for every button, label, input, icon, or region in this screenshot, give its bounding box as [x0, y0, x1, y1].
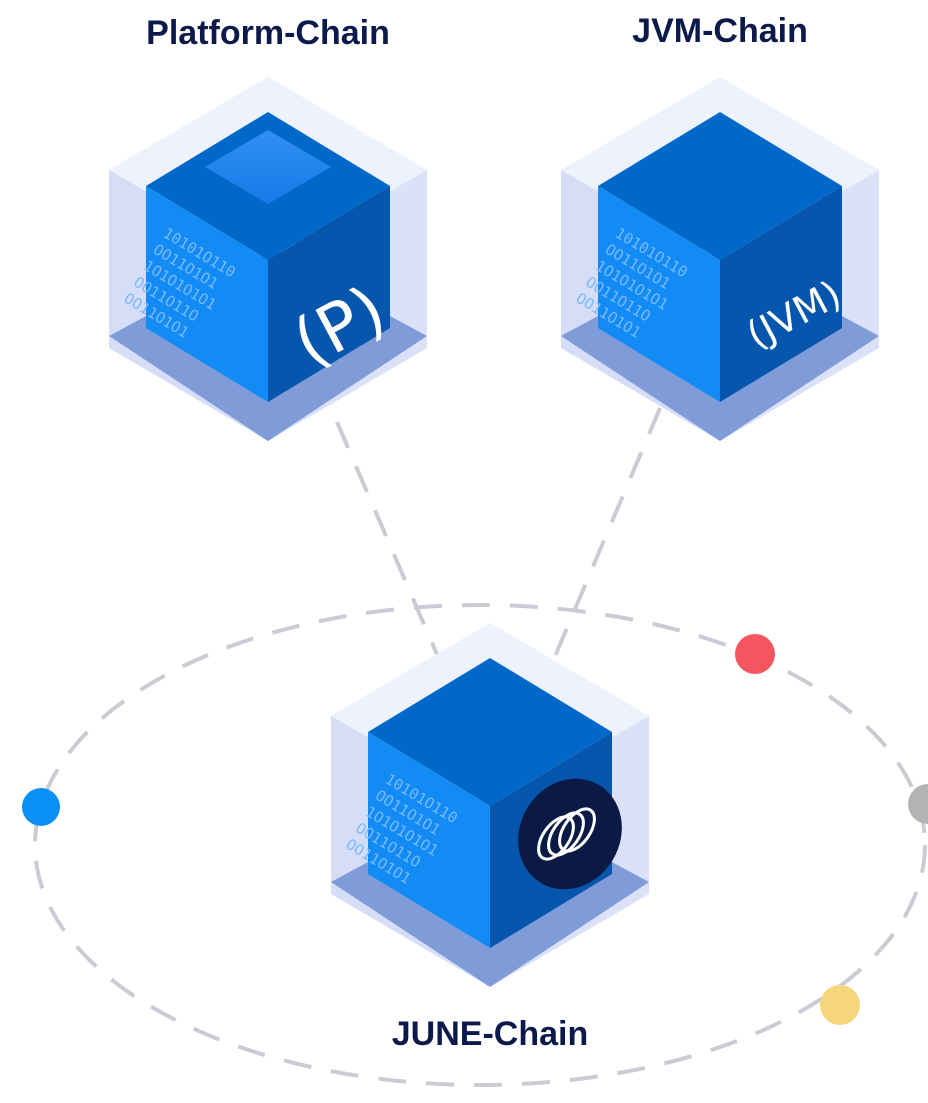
platform-chain-title: Platform-Chain	[146, 14, 390, 52]
june-chain-cube: 10101O110 OO11O1O1 1O1O1O1O1 OO11O11O OO…	[331, 623, 649, 987]
jvm-chain-cube: 10101O110 OO11O1O1 1O1O1O1O1 OO11O11O OO…	[561, 77, 879, 441]
orbit-dot-red	[735, 634, 775, 674]
orbit-path	[33, 603, 927, 1087]
connector-jvm	[543, 407, 662, 681]
june-chain-title: JUNE-Chain	[391, 1015, 589, 1053]
june-logo-icon	[518, 778, 622, 890]
orbit-dot-yellow	[820, 985, 860, 1025]
jvm-chain-title: JVM-Chain	[632, 12, 808, 50]
chip-icon	[205, 130, 331, 204]
orbit-dot-gray	[908, 784, 928, 824]
platform-chain-cube: 10101O110 OO11O1O1 1O1O1O1O1 OO11O11O OO…	[109, 77, 427, 441]
orbit-dot-blue	[22, 788, 60, 826]
connector-platform	[316, 377, 450, 681]
